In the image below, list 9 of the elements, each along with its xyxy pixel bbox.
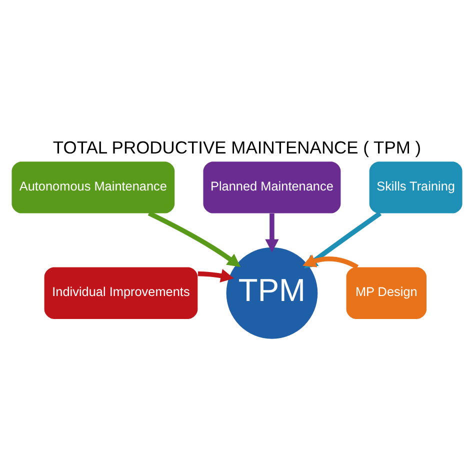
arrow bbox=[148, 210, 241, 266]
arrow bbox=[198, 268, 234, 282]
node-box: Planned Maintenance bbox=[203, 161, 341, 213]
node-box: Autonomous Maintenance bbox=[12, 161, 175, 213]
diagram-title: TOTAL PRODUCTIVE MAINTENANCE ( TPM ) bbox=[52, 136, 422, 157]
node-box: MP Design bbox=[346, 266, 427, 318]
node-box: Individual Improvements bbox=[44, 266, 198, 318]
arrow bbox=[265, 212, 279, 252]
node-box: Skills Training bbox=[369, 161, 462, 213]
